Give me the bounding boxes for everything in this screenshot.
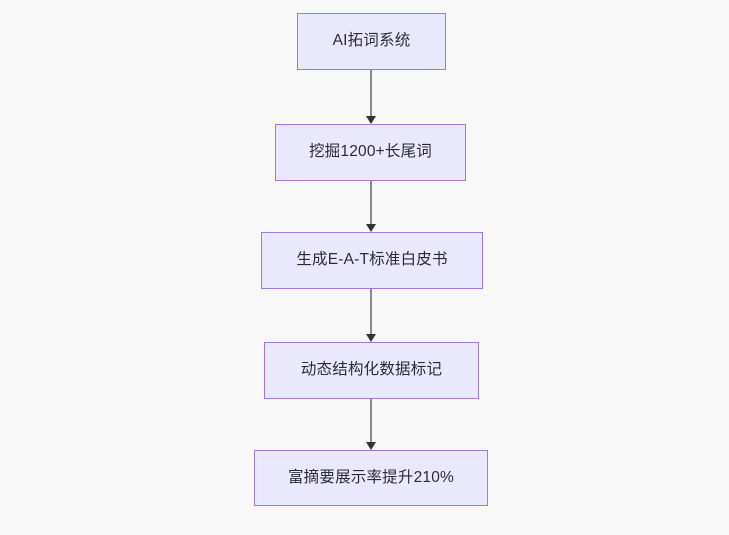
edge-line [370,399,372,443]
flow-edge-1 [364,70,378,124]
edge-line [370,70,372,117]
flow-edge-3 [364,289,378,342]
flow-node-label: 动态结构化数据标记 [300,361,443,379]
flow-node-label: 挖掘1200+长尾词 [308,143,433,161]
flow-edge-4 [364,399,378,450]
flow-node-mine-longtail-keywords[interactable]: 挖掘1200+长尾词 [275,124,466,181]
arrowhead-icon [366,224,376,232]
flow-node-ai-keyword-system[interactable]: AI拓词系统 [297,13,446,70]
flow-node-label: 生成E-A-T标准白皮书 [296,251,448,269]
flow-edge-2 [364,181,378,232]
flow-node-generate-eat-whitepaper[interactable]: 生成E-A-T标准白皮书 [261,232,483,289]
flow-node-label: AI拓词系统 [332,32,411,50]
arrowhead-icon [366,116,376,124]
flow-node-label: 富摘要展示率提升210% [287,468,455,486]
arrowhead-icon [366,334,376,342]
flow-node-rich-snippet-rate-increase[interactable]: 富摘要展示率提升210% [254,450,488,506]
arrowhead-icon [366,442,376,450]
edge-line [370,181,372,225]
edge-line [370,289,372,335]
flow-node-dynamic-structured-data-markup[interactable]: 动态结构化数据标记 [264,342,479,399]
